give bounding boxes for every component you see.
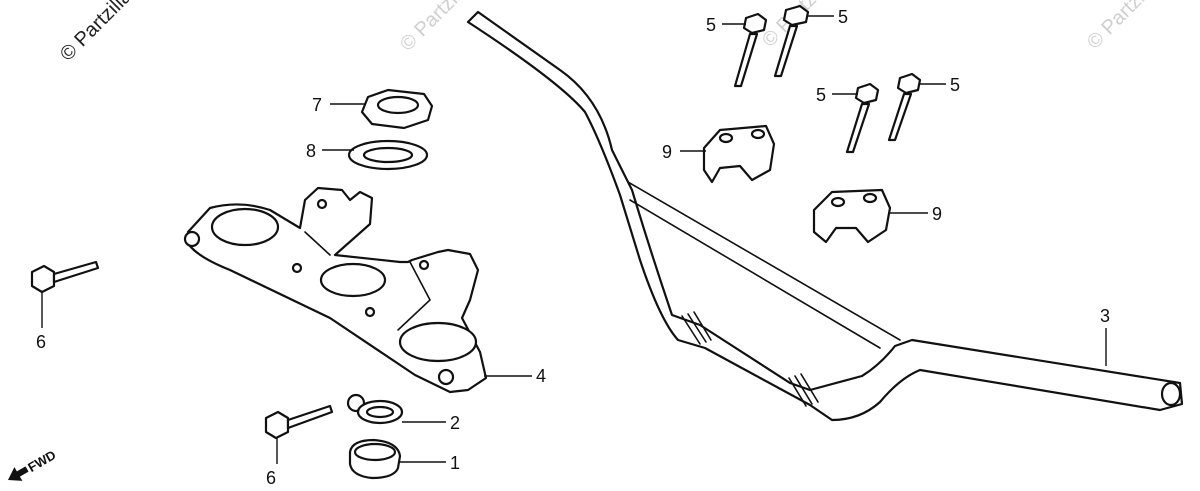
bolt-5c: [845, 82, 880, 154]
callout-1: 1: [450, 453, 460, 473]
callout-6: 6: [266, 468, 276, 488]
callout-5: 5: [838, 7, 848, 27]
callout-7: 7: [312, 95, 322, 115]
callout-5: 5: [816, 85, 826, 105]
fwd-label: FWD: [25, 447, 58, 475]
bolt-6-bottom: [264, 404, 334, 440]
callout-5: 5: [950, 75, 960, 95]
watermark: © Partzilla: [396, 0, 477, 56]
forward-direction-arrow: FWD: [8, 447, 58, 481]
callout-6: 6: [36, 332, 46, 352]
handlebar-holder-upper: [702, 124, 776, 184]
callout-5: 5: [706, 15, 716, 35]
callout-9: 9: [932, 204, 942, 224]
bolt-6-left: [30, 260, 100, 294]
bolt-5d: [887, 72, 922, 142]
callout-9: 9: [662, 142, 672, 162]
callout-2: 2: [450, 413, 460, 433]
callout-3: 3: [1100, 306, 1110, 326]
top-bridge: [183, 186, 488, 394]
bolt-5a: [733, 12, 768, 88]
callout-4: 4: [536, 366, 546, 386]
handlebar-holder-lower: [812, 188, 892, 244]
washer: [347, 139, 429, 171]
wire-clamp: [346, 393, 404, 425]
handlebar: [466, 10, 1184, 422]
watermark: © Partzilla: [1083, 0, 1164, 54]
callout-8: 8: [306, 141, 316, 161]
watermark-dark: © Partzilla.com: [56, 0, 167, 66]
steering-stem-nut: [360, 88, 434, 130]
grommet: [348, 438, 402, 480]
bolt-5b: [773, 4, 810, 78]
